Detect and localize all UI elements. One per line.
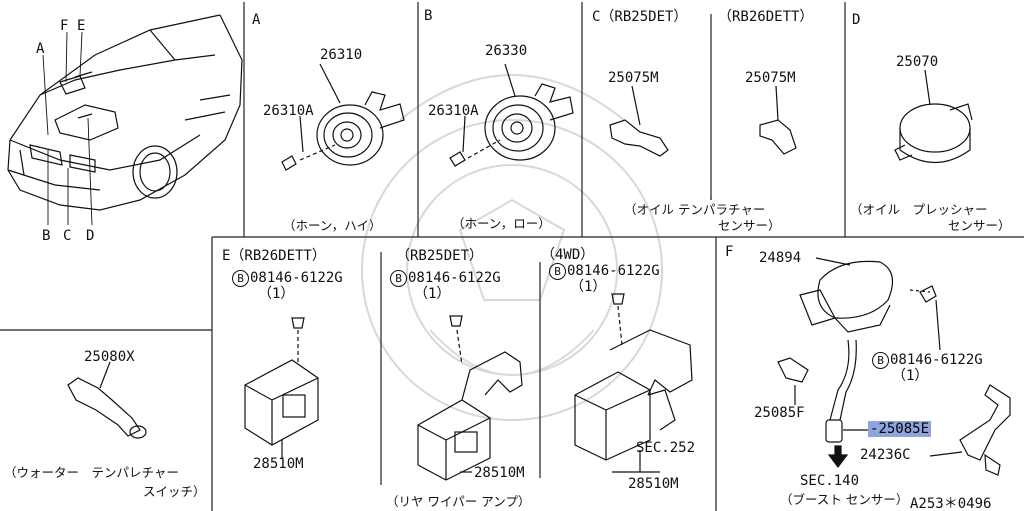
- sec-140: SEC.140: [800, 473, 860, 489]
- part-25075M-a: 25075M: [608, 70, 659, 86]
- arrow-down-icon: [827, 445, 849, 468]
- boost-sensor-drawing: [777, 257, 1011, 476]
- part-25070: 25070: [896, 54, 939, 70]
- section-f-label: F: [725, 244, 734, 260]
- caption-wiper-amp: （リヤ ワイパー アンプ）: [386, 494, 531, 509]
- sec-252: SEC.252: [636, 440, 696, 456]
- bolt-mark: B: [232, 270, 249, 287]
- part-25080X: 25080X: [84, 349, 135, 365]
- wiper-amp-drawing-3: [574, 293, 693, 473]
- section-d-label: D: [852, 12, 861, 28]
- bolt-mark: B: [549, 263, 566, 280]
- bolt-qty-f: （1）: [892, 368, 929, 384]
- drawing-code: A253＊0496: [910, 496, 992, 511]
- car-label-E: E: [77, 18, 86, 34]
- caption-horn-high: （ホーン，ハイ）: [283, 218, 382, 233]
- car-label-C: C: [63, 228, 72, 244]
- bolt-number: 08146-6122G: [567, 263, 660, 279]
- part-28510M-c: 28510M: [628, 476, 679, 492]
- horn-low-drawing: [449, 63, 574, 167]
- caption-oil-pressure-2: センサー）: [948, 218, 1011, 233]
- part-24894: 24894: [759, 250, 802, 266]
- caption-water-temp-1: （ウォーター テンパレチャー: [4, 465, 179, 480]
- caption-oil-pressure-1: （オイル プレッシャー: [850, 202, 988, 217]
- water-temp-switch-drawing: [67, 361, 147, 439]
- caption-oil-temp-2: センサー）: [718, 218, 781, 233]
- section-e-label-3: （4WD）: [541, 247, 595, 263]
- part-26310A-b: 26310A: [428, 103, 479, 119]
- part-26310A: 26310A: [263, 103, 314, 119]
- bolt-qty-e1: （1）: [258, 286, 295, 302]
- caption-water-temp-2: スイッチ）: [143, 484, 206, 499]
- car-label-D: D: [86, 228, 95, 244]
- bolt-mark: B: [390, 270, 407, 287]
- part-25085F: 25085F: [754, 405, 805, 421]
- caption-horn-low: （ホーン，ロー）: [452, 216, 551, 231]
- car-label-A: A: [36, 41, 45, 57]
- bolt-number: 08146-6122G: [408, 270, 501, 286]
- section-e-label-1: E（RB26DETT）: [222, 248, 326, 264]
- part-25085E-highlight: -25085E: [868, 421, 932, 437]
- car-label-F: F: [60, 18, 69, 34]
- wiper-amp-drawing-1: [244, 317, 319, 458]
- bolt-qty-e3: （1）: [570, 279, 607, 295]
- part-25075M-b: 25075M: [745, 70, 796, 86]
- bolt-number: 08146-6122G: [250, 270, 343, 286]
- section-e-label-2: （RB25DET）: [396, 248, 484, 264]
- bolt-number: 08146-6122G: [890, 352, 983, 368]
- car-illustration: [7, 14, 243, 211]
- horn-high-drawing: [281, 63, 405, 171]
- part-24236C: 24236C: [860, 447, 911, 463]
- part-28510M-b: 28510M: [474, 465, 525, 481]
- part-26330: 26330: [485, 43, 528, 59]
- car-leaders: [42, 31, 93, 226]
- bolt-qty-e2: （1）: [414, 286, 451, 302]
- bolt-mark: B: [872, 352, 889, 369]
- caption-boost-sensor: （ブースト センサー）: [780, 492, 909, 507]
- part-28510M-a: 28510M: [253, 456, 304, 472]
- section-c-label: C（RB25DET）: [592, 9, 688, 25]
- section-b-label: B: [424, 8, 433, 24]
- part-25085E: -25085E: [868, 421, 932, 437]
- caption-oil-temp-1: （オイル テンパラチャー: [624, 202, 766, 217]
- oil-pressure-sensor-drawing: [894, 69, 973, 163]
- section-c-label-2: （RB26DETT）: [718, 9, 814, 25]
- car-label-B: B: [42, 228, 51, 244]
- wiper-amp-drawing-2: [417, 315, 523, 481]
- part-26310: 26310: [320, 47, 363, 63]
- section-a-label: A: [252, 12, 261, 28]
- oil-temp-sensor-drawing: [609, 85, 797, 157]
